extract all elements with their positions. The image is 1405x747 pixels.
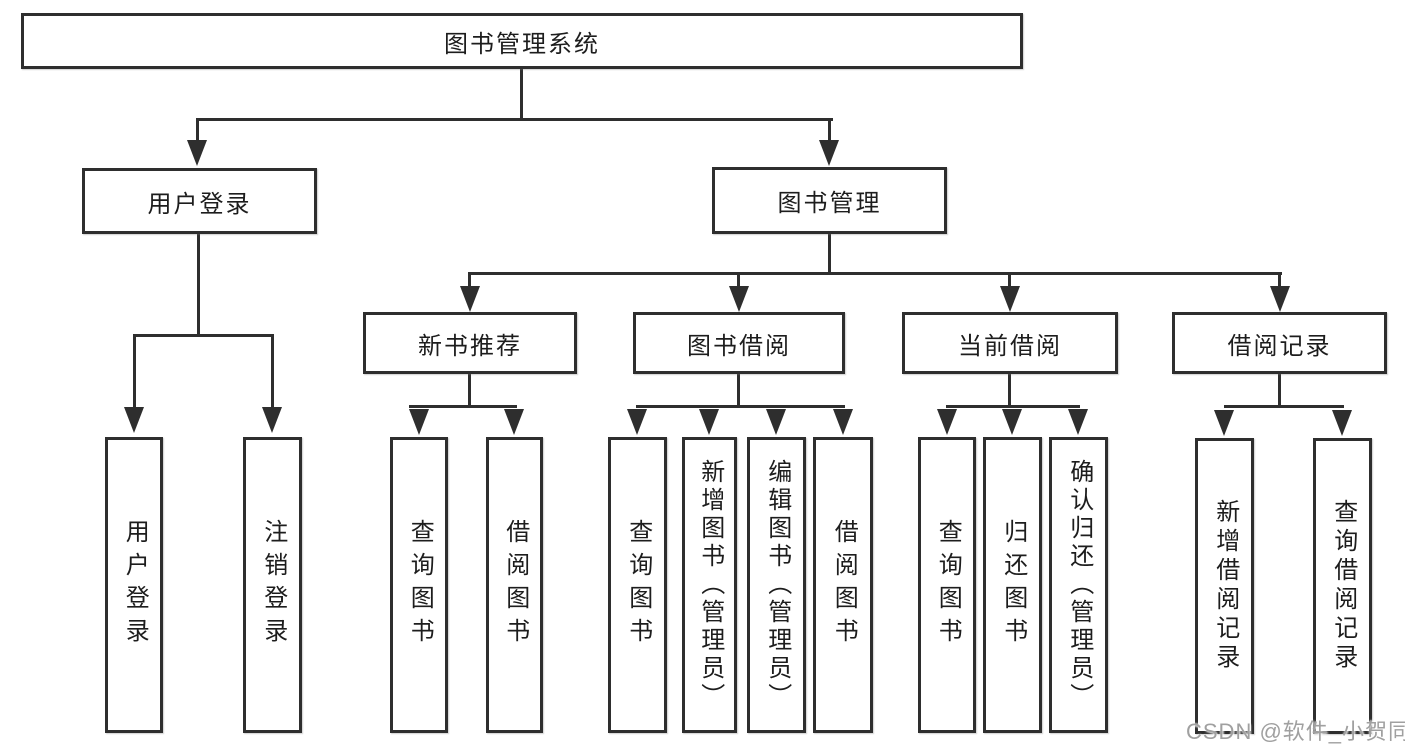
- leaf-query-books-current: 查询图书: [918, 437, 976, 733]
- connector-borrowing-records-down: [1278, 374, 1281, 405]
- connector-to-new-book-recommend: [468, 275, 471, 287]
- connector-to-user-login: [196, 121, 199, 142]
- node-book-borrowing: 图书借阅: [633, 312, 845, 374]
- node-label: 新书推荐: [418, 332, 522, 360]
- arrow-down-icon: [627, 409, 647, 435]
- connector-book-management-split: [468, 272, 1282, 275]
- node-book-management: 图书管理: [712, 167, 947, 234]
- leaf-label: 归还图书: [999, 519, 1027, 651]
- node-library-management-system: 图书管理系统: [21, 13, 1023, 69]
- connector-user-login-split: [133, 334, 274, 337]
- connector-current-borrowing-down: [1008, 374, 1011, 405]
- connector-book-management-down: [828, 234, 831, 272]
- leaf-query-borrow-record: 查询借阅记录: [1313, 438, 1372, 734]
- leaf-label: 用户登录: [121, 519, 149, 651]
- node-label: 当前借阅: [958, 332, 1062, 360]
- node-current-borrowing: 当前借阅: [902, 312, 1118, 374]
- arrow-down-icon: [1002, 409, 1022, 435]
- leaf-borrow-books-recommend: 借阅图书: [486, 437, 543, 733]
- arrow-down-icon: [504, 409, 524, 435]
- leaf-label: 注销登录: [259, 519, 287, 651]
- arrow-down-icon: [819, 140, 839, 166]
- connector-current-borrowing-split: [946, 405, 1080, 408]
- connector-new-book-recommend-down: [468, 374, 471, 405]
- leaf-query-books-borrowing: 查询图书: [608, 437, 667, 733]
- node-borrowing-records: 借阅记录: [1172, 312, 1387, 374]
- node-label: 借阅记录: [1227, 332, 1332, 360]
- csdn-watermark: CSDN @软件_小贺同学: [1186, 719, 1405, 744]
- connector-user-login-down: [197, 234, 200, 334]
- leaf-query-books-recommend: 查询图书: [390, 437, 448, 733]
- arrow-down-icon: [1000, 286, 1020, 312]
- connector-to-leaf-user-login: [133, 337, 136, 408]
- leaf-add-borrow-record: 新增借阅记录: [1195, 438, 1254, 734]
- leaf-label: 查询图书: [934, 519, 962, 651]
- arrow-down-icon: [1214, 410, 1234, 436]
- connector-root-down: [520, 69, 523, 118]
- arrow-down-icon: [937, 409, 957, 435]
- arrow-down-icon: [409, 409, 429, 435]
- node-label: 用户登录: [147, 190, 252, 218]
- arrow-down-icon: [1068, 409, 1088, 435]
- arrow-down-icon: [460, 286, 480, 312]
- arrow-down-icon: [187, 140, 207, 166]
- arrow-down-icon: [699, 409, 719, 435]
- connector-to-current-borrowing: [1008, 275, 1011, 287]
- connector-to-book-borrowing: [737, 275, 740, 287]
- leaf-label: 查询借阅记录: [1329, 499, 1357, 673]
- connector-new-book-recommend-split: [409, 405, 517, 408]
- node-label: 图书管理: [777, 190, 882, 217]
- leaf-label: 查询图书: [624, 519, 652, 651]
- arrow-down-icon: [729, 286, 749, 312]
- leaf-label: 查询图书: [406, 519, 434, 651]
- leaf-edit-books-admin: 编辑图书（管理员）: [747, 437, 806, 733]
- leaf-add-books-admin: 新增图书（管理员）: [682, 437, 737, 733]
- connector-to-borrowing-records: [1278, 275, 1281, 287]
- arrow-down-icon: [262, 407, 282, 433]
- connector-root-split: [196, 118, 833, 121]
- leaf-label: 新增图书（管理员）: [696, 459, 724, 711]
- arrow-down-icon: [833, 409, 853, 435]
- leaf-logout: 注销登录: [243, 437, 302, 733]
- arrow-down-icon: [1270, 286, 1290, 312]
- leaf-label: 借阅图书: [501, 519, 529, 651]
- leaf-user-login: 用户登录: [105, 437, 163, 733]
- leaf-label: 新增借阅记录: [1211, 499, 1239, 673]
- node-label: 图书借阅: [687, 332, 791, 360]
- node-new-book-recommend: 新书推荐: [363, 312, 577, 374]
- node-label: 图书管理系统: [444, 30, 600, 58]
- connector-borrowing-records-split: [1224, 405, 1344, 408]
- leaf-borrow-books-borrowing: 借阅图书: [813, 437, 873, 733]
- leaf-confirm-return-admin: 确认归还（管理员）: [1049, 437, 1108, 733]
- connector-to-book-management: [828, 121, 831, 142]
- leaf-label: 确认归还（管理员）: [1065, 459, 1093, 711]
- arrow-down-icon: [124, 407, 144, 433]
- connector-to-leaf-logout: [271, 337, 274, 408]
- leaf-label: 编辑图书（管理员）: [763, 459, 791, 711]
- node-user-login: 用户登录: [82, 168, 317, 234]
- arrow-down-icon: [766, 409, 786, 435]
- leaf-return-books: 归还图书: [983, 437, 1042, 733]
- connector-book-borrowing-split: [636, 405, 845, 408]
- connector-book-borrowing-down: [737, 374, 740, 405]
- leaf-label: 借阅图书: [830, 519, 858, 651]
- arrow-down-icon: [1332, 410, 1352, 436]
